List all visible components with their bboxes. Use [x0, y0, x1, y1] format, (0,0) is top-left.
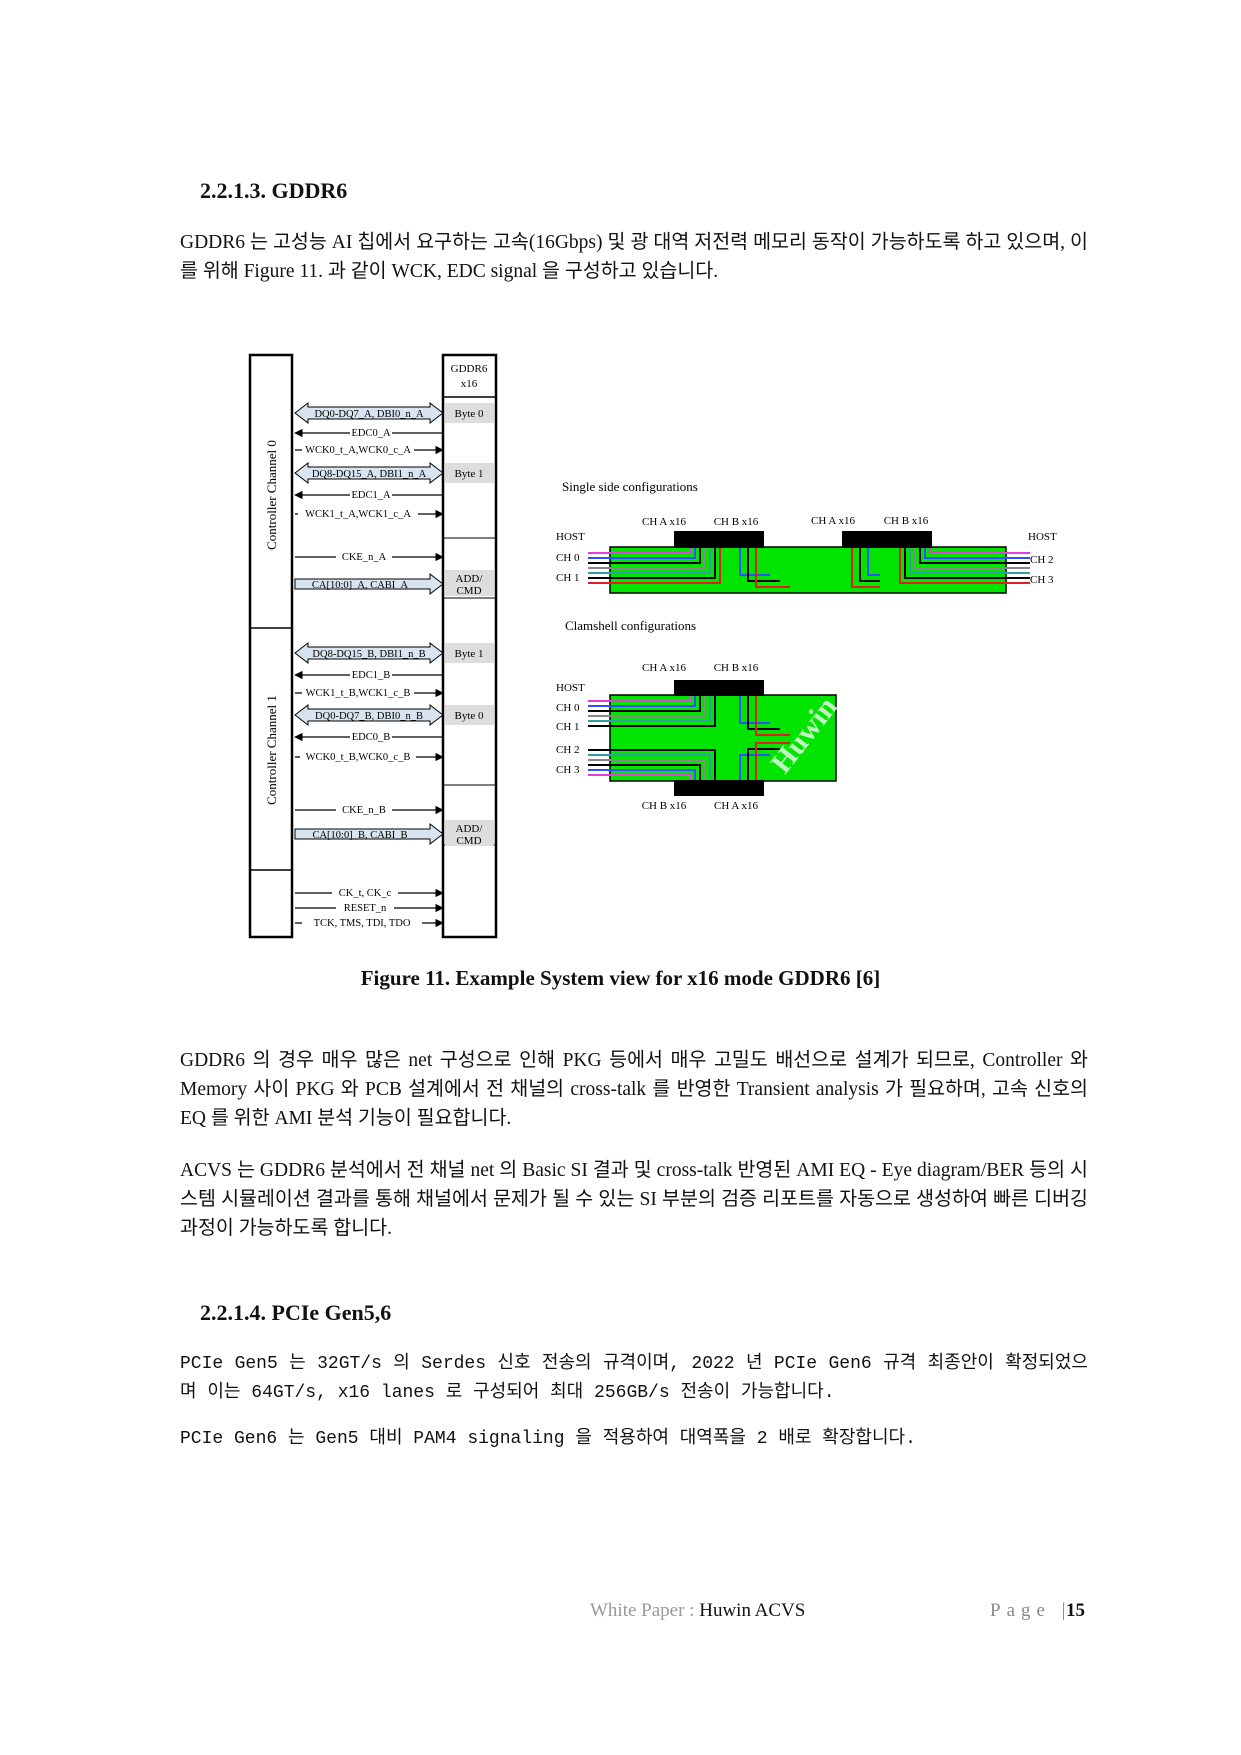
- device-label-line2: x16: [461, 378, 478, 390]
- sig-a-dq8: DQ8-DQ15_A, DBI1_n_A: [312, 469, 427, 480]
- page-number: 15: [1066, 1600, 1085, 1621]
- sig-b-cke: CKE_n_B: [342, 805, 386, 816]
- footer-label: White Paper :: [590, 1600, 700, 1621]
- figure-caption: Figure 11. Example System view for x16 m…: [360, 966, 881, 990]
- cmd-a-line1: ADD/: [456, 573, 484, 585]
- gddr6-system-figure: Controller Channel 0 Controller Channel …: [248, 353, 1057, 939]
- clam-chb-top: CH B x16: [714, 662, 759, 674]
- sig-a-cke: CKE_n_A: [342, 552, 387, 563]
- clam-ch3: CH 3: [556, 764, 580, 776]
- sig-b-dq0: DQ0-DQ7_B, DBI0_n_B: [315, 711, 423, 722]
- page-label: Page |: [990, 1600, 1072, 1621]
- clam-host: HOST: [556, 682, 585, 694]
- cmd-b-line1: ADD/: [456, 823, 484, 835]
- sig-b-edc1: EDC1_B: [352, 670, 391, 681]
- single-ch1: CH 1: [556, 572, 580, 584]
- controller-channel-0-label: Controller Channel 0: [264, 440, 279, 550]
- byte-0-b: Byte 0: [454, 710, 484, 722]
- single-ch0: CH 0: [556, 552, 580, 564]
- single-host-left: HOST: [556, 531, 585, 543]
- clam-ch2: CH 2: [556, 744, 580, 756]
- gddr6-para-1: GDDR6 의 경우 매우 많은 net 구성으로 인해 PKG 등에서 매우 …: [180, 1050, 1088, 1129]
- clamshell-title: Clamshell configurations: [565, 618, 696, 633]
- controller-channel-1-label: Controller Channel 1: [264, 695, 279, 805]
- cmd-b-line2: CMD: [456, 835, 481, 847]
- single-ch3: CH 3: [1030, 574, 1054, 586]
- single-cha-1: CH A x16: [642, 516, 687, 528]
- sig-a-edc0: EDC0_A: [351, 428, 391, 439]
- gddr6-intro-paragraph: GDDR6 는 고성능 AI 칩에서 요구하는 고속(16Gbps) 및 광 대…: [180, 232, 1088, 282]
- single-cha-2: CH A x16: [811, 515, 856, 527]
- sig-a-ca: CA[10:0]_A, CABI_A: [312, 580, 409, 591]
- pcie-para-2: PCIe Gen6 는 Gen5 대비 PAM4 signaling 을 적용하…: [180, 1429, 916, 1449]
- sig-ck: CK_t, CK_c: [339, 888, 392, 899]
- sig-b-wck1: WCK1_t_B,WCK1_c_B: [306, 688, 411, 699]
- single-side-configuration: Single side configurations HOST HOST CH …: [556, 479, 1057, 594]
- clamshell-configuration: Clamshell configurations HOST CH 0 CH 1 …: [556, 618, 844, 812]
- clam-ch1: CH 1: [556, 721, 580, 733]
- device-label-line1: GDDR6: [451, 363, 488, 375]
- single-ch2: CH 2: [1030, 554, 1054, 566]
- byte-0-a: Byte 0: [454, 408, 484, 420]
- sig-a-edc1: EDC1_A: [351, 490, 391, 501]
- sig-b-dq8: DQ8-DQ15_B, DBI1_n_B: [312, 649, 425, 660]
- footer-title: White Paper : Huwin ACVS: [590, 1600, 805, 1622]
- section-heading-pcie: 2.2.1.4. PCIe Gen5,6: [200, 1300, 392, 1325]
- byte-1-b: Byte 1: [454, 648, 483, 660]
- sig-a-wck1: WCK1_t_A,WCK1_c_A: [305, 509, 411, 520]
- sig-b-wck0: WCK0_t_B,WCK0_c_B: [306, 752, 411, 763]
- gddr6-block-diagram: Controller Channel 0 Controller Channel …: [248, 353, 498, 939]
- clam-cha-bottom: CH A x16: [714, 800, 759, 812]
- gddr6-para-2: ACVS 는 GDDR6 분석에서 전 채널 net 의 Basic SI 결과…: [180, 1160, 1088, 1239]
- single-host-right: HOST: [1028, 531, 1057, 543]
- single-side-title: Single side configurations: [562, 479, 698, 494]
- footer-name: Huwin ACVS: [699, 1600, 806, 1621]
- clam-ch0: CH 0: [556, 702, 580, 714]
- pcie-para-1: PCIe Gen5 는 32GT/s 의 Serdes 신호 전송의 규격이며,…: [180, 1354, 1088, 1403]
- cmd-a-line2: CMD: [456, 585, 481, 597]
- sig-a-dq0: DQ0-DQ7_A, DBI0_n_A: [314, 409, 423, 420]
- byte-1-a: Byte 1: [454, 468, 483, 480]
- sig-jtag: TCK, TMS, TDI, TDO: [314, 918, 411, 929]
- section-heading-gddr6: 2.2.1.3. GDDR6: [200, 178, 348, 203]
- clam-chb-bottom: CH B x16: [642, 800, 687, 812]
- single-chb-2: CH B x16: [884, 515, 929, 527]
- sig-b-edc0: EDC0_B: [352, 732, 391, 743]
- clam-cha-top: CH A x16: [642, 662, 687, 674]
- sig-reset: RESET_n: [344, 903, 387, 914]
- single-chb-1: CH B x16: [714, 516, 759, 528]
- sig-a-wck0: WCK0_t_A,WCK0_c_A: [305, 445, 411, 456]
- sig-b-ca: CA[10:0]_B, CABI_B: [312, 830, 407, 841]
